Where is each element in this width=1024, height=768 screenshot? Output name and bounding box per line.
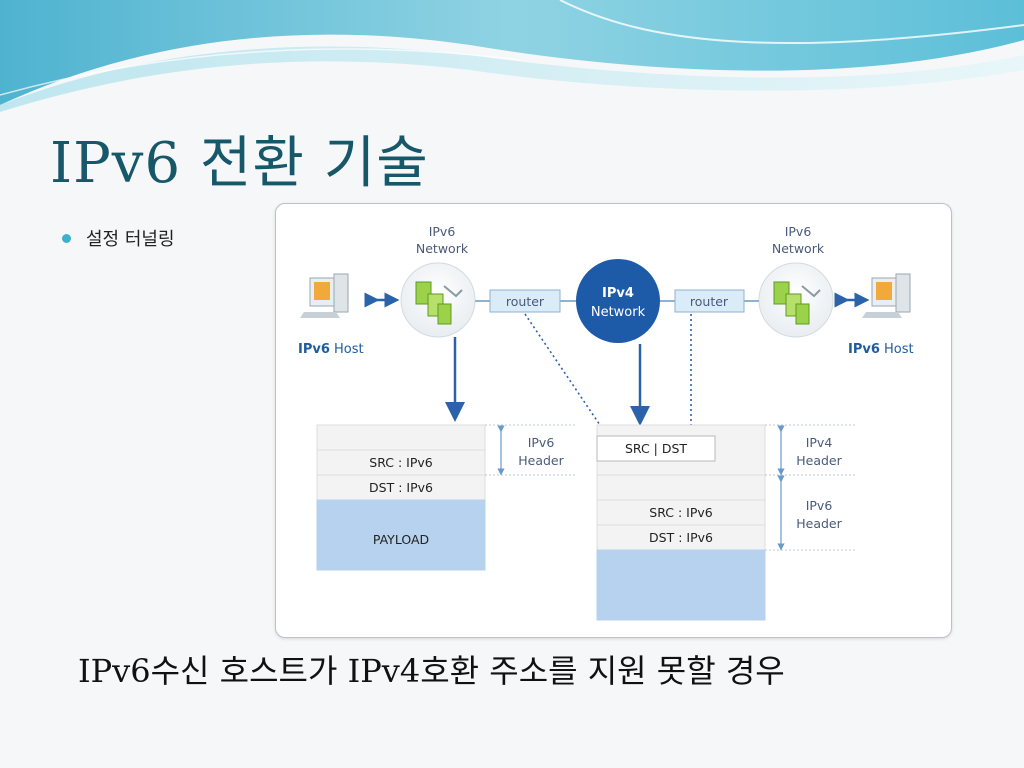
right-host-computer-icon [862, 273, 911, 318]
right-ipv6-network-icon [758, 262, 834, 338]
left-router-box [489, 289, 561, 313]
left-router-label: router [506, 294, 545, 309]
right-host-label: IPv6 Host [848, 342, 914, 357]
bullet-item: 설정 터널링 [62, 225, 175, 251]
right-network-label-line2: Network [772, 241, 825, 256]
left-network-label-line1: IPv6 [429, 224, 456, 239]
ipv4-header-line2: Header [796, 453, 842, 468]
left-host-label: IPv6 Host [298, 342, 364, 357]
ipv4-header-line1: IPv4 [806, 435, 833, 450]
right-network-label-line1: IPv6 [785, 224, 812, 239]
slide-title: IPv6 전환 기술 [50, 131, 429, 196]
right-ipv6-header-line1: IPv6 [806, 498, 833, 513]
header-wave-decoration [0, 0, 1024, 112]
left-ipv6-header-line2: Header [518, 453, 564, 468]
ipv4-label-line2: Network [591, 305, 646, 320]
right-router-box [674, 289, 745, 313]
bullet-text: 설정 터널링 [86, 229, 175, 250]
right-packet [596, 424, 856, 621]
left-packet [316, 424, 576, 571]
right-ipv6-header-line2: Header [796, 516, 842, 531]
right-router-label: router [690, 294, 729, 309]
tunnel-src-dst: SRC | DST [625, 441, 687, 456]
left-ipv6-header-line1: IPv6 [528, 435, 555, 450]
left-router-dotted-arrow [524, 313, 609, 438]
left-packet-dst: DST : IPv6 [369, 480, 433, 495]
left-packet-payload: PAYLOAD [373, 532, 429, 547]
left-host-computer-icon [300, 273, 349, 318]
left-network-label-line2: Network [416, 241, 469, 256]
right-packet-dst: DST : IPv6 [649, 530, 713, 545]
left-packet-src: SRC : IPv6 [369, 455, 433, 470]
left-ipv6-network-icon [400, 262, 476, 338]
slide-caption: IPv6수신 호스트가 IPv4호환 주소를 지원 못할 경우 [78, 652, 785, 690]
bullet-dot-icon [62, 233, 71, 243]
right-packet-src: SRC : IPv6 [649, 505, 713, 520]
ipv4-network-circle [576, 259, 660, 343]
ipv4-label-line1: IPv4 [602, 286, 634, 301]
tunneling-diagram: IPv6 Network IPv6 Network [275, 203, 952, 638]
